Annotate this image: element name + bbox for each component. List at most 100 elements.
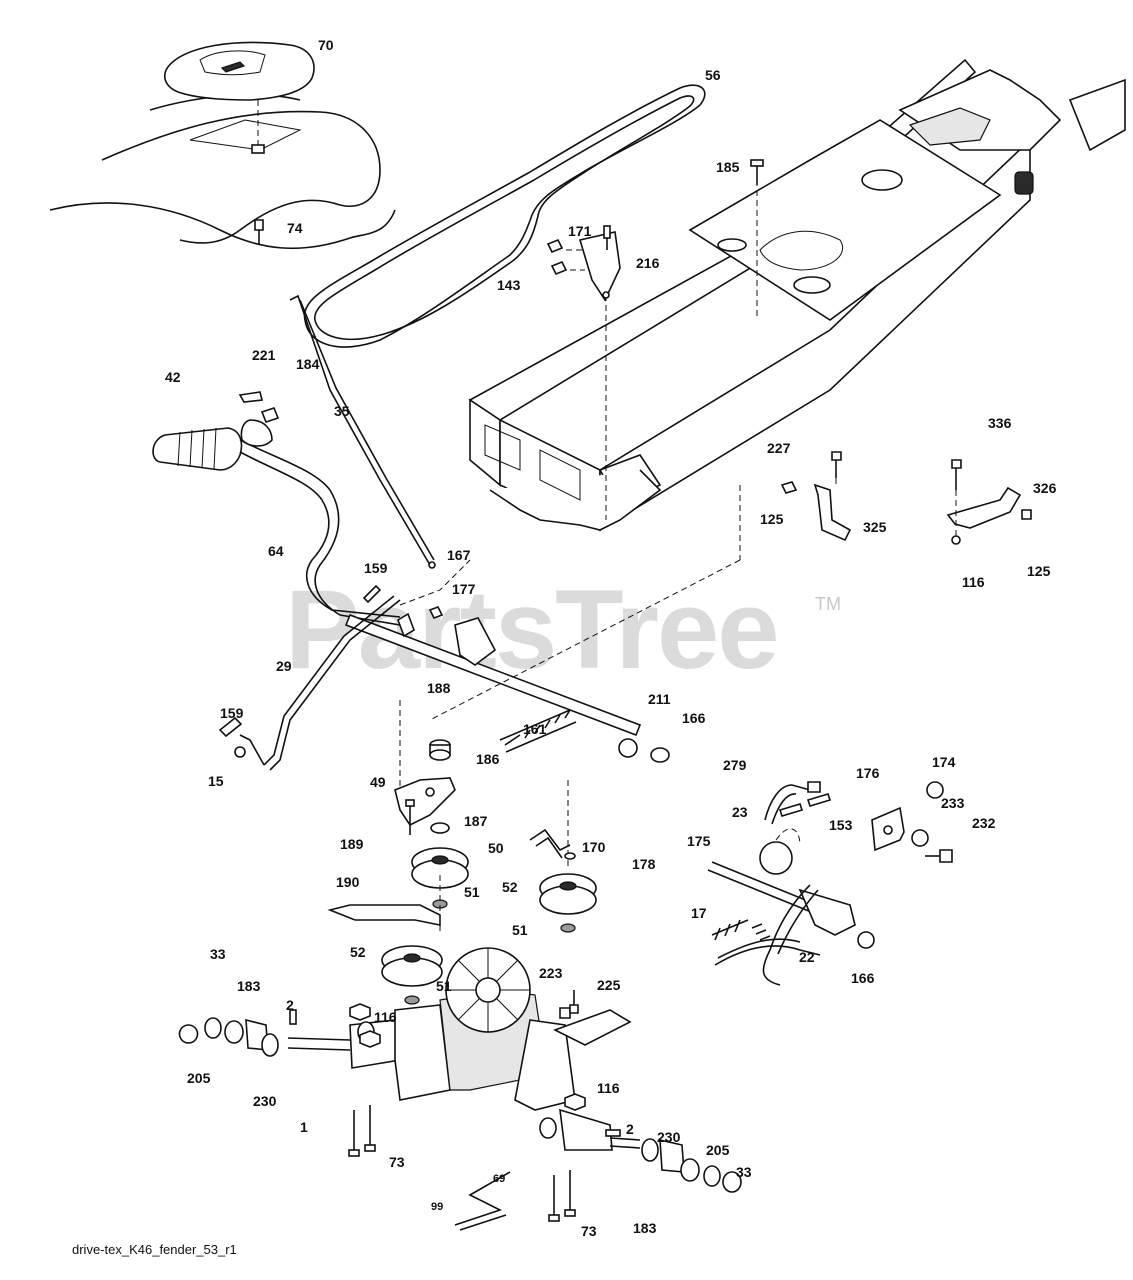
callout-161[interactable]: 161 [523,721,547,737]
bracket-326 [946,459,1032,545]
callout-230-left[interactable]: 230 [253,1093,277,1109]
callout-70[interactable]: 70 [318,37,334,53]
callout-49[interactable]: 49 [370,774,386,790]
callout-73-lower[interactable]: 73 [581,1223,597,1239]
callout-230-right[interactable]: 230 [657,1129,681,1145]
callout-33-left[interactable]: 33 [210,946,226,962]
nut-51c [404,995,420,1005]
callout-51-right[interactable]: 51 [512,922,528,938]
washer-187 [430,822,450,834]
callout-187[interactable]: 187 [464,813,488,829]
callout-223[interactable]: 223 [539,965,563,981]
clip-221-and-bushing-184 [238,391,280,447]
callout-2-right[interactable]: 2 [626,1121,634,1137]
grip-42 [152,427,243,471]
callout-185[interactable]: 185 [716,159,740,175]
callout-183-right[interactable]: 183 [633,1220,657,1236]
callout-279[interactable]: 279 [723,757,747,773]
callout-51-lower[interactable]: 51 [436,978,452,994]
callout-227[interactable]: 227 [767,440,791,456]
callout-326[interactable]: 326 [1033,480,1057,496]
pulley-52b [539,780,597,915]
callout-211[interactable]: 211 [648,691,671,707]
callout-42[interactable]: 42 [165,369,181,385]
callout-22[interactable]: 22 [799,949,815,965]
callout-73-upper[interactable]: 73 [389,1154,405,1170]
callout-174[interactable]: 174 [932,754,956,770]
callout-190[interactable]: 190 [336,874,360,890]
callout-116-lower[interactable]: 116 [597,1080,620,1096]
callout-205-right[interactable]: 205 [706,1142,730,1158]
callout-35[interactable]: 35 [334,403,350,419]
callout-189[interactable]: 189 [340,836,364,852]
left-axle-hardware [178,1009,297,1057]
callout-325[interactable]: 325 [863,519,887,535]
callout-56[interactable]: 56 [705,67,721,83]
callout-166-lower[interactable]: 166 [851,970,875,986]
washers-174-233-232 [911,781,953,863]
callout-159-lower[interactable]: 159 [220,705,244,721]
callout-116-right[interactable]: 116 [962,574,985,590]
callout-170[interactable]: 170 [582,839,606,855]
callout-221[interactable]: 221 [252,347,276,363]
callout-171[interactable]: 171 [568,223,592,239]
callout-99[interactable]: 99 [431,1201,444,1213]
callout-166-upper[interactable]: 166 [682,710,706,726]
callout-176[interactable]: 176 [856,765,880,781]
bolts-73 [348,1105,576,1222]
watermark-trademark: TM [815,594,841,614]
idler-arm-49 [394,777,456,835]
callout-232[interactable]: 232 [972,815,996,831]
callout-125-right[interactable]: 125 [1027,563,1051,579]
callout-336[interactable]: 336 [988,415,1012,431]
callout-153[interactable]: 153 [829,817,853,833]
callout-116-upper[interactable]: 116 [374,1009,397,1025]
callout-184[interactable]: 184 [296,356,320,372]
callout-233[interactable]: 233 [941,795,965,811]
callout-125-left[interactable]: 125 [760,511,784,527]
cross-shaft [344,559,670,763]
nuts-116 [349,1003,586,1111]
callout-216[interactable]: 216 [636,255,660,271]
callout-178[interactable]: 178 [632,856,656,872]
callout-17[interactable]: 17 [691,905,707,921]
callout-205-left[interactable]: 205 [187,1070,211,1086]
bolt-185 [750,159,764,185]
callout-15[interactable]: 15 [208,773,224,789]
callout-175[interactable]: 175 [687,833,711,849]
pulley-52a [381,945,443,987]
callout-51-upper[interactable]: 51 [464,884,480,900]
diagram-filename: drive-tex_K46_fender_53_r1 [72,1242,237,1257]
callout-183-left[interactable]: 183 [237,978,261,994]
callout-29[interactable]: 29 [276,658,292,674]
callout-167[interactable]: 167 [447,547,471,563]
rod-279 [764,781,821,825]
bypass-rod-99 [454,1171,511,1231]
callout-225[interactable]: 225 [597,977,621,993]
transaxle-1 [287,947,641,1151]
callout-2-left[interactable]: 2 [286,997,294,1013]
spring-161 [499,709,577,753]
spring-17 [711,919,749,941]
callout-33-right[interactable]: 33 [736,1164,752,1180]
callout-177[interactable]: 177 [452,581,476,597]
chassis-frame [468,58,1126,532]
lever-64 [239,439,401,626]
callout-1[interactable]: 1 [300,1119,308,1135]
callout-52-left[interactable]: 52 [350,944,366,960]
callout-188[interactable]: 188 [427,680,451,696]
callout-186[interactable]: 186 [476,751,500,767]
callout-159-upper[interactable]: 159 [364,560,388,576]
callout-74[interactable]: 74 [287,220,303,236]
callout-50[interactable]: 50 [488,840,504,856]
callout-52-right[interactable]: 52 [502,879,518,895]
bracket-325 [780,451,852,542]
callout-64[interactable]: 64 [268,543,284,559]
callout-143[interactable]: 143 [497,277,521,293]
callout-23[interactable]: 23 [732,804,748,820]
right-axle-hardware [605,1129,742,1193]
bracket-176 [871,806,905,852]
pedal-assembly [707,861,875,986]
callout-69[interactable]: 69 [493,1173,506,1185]
